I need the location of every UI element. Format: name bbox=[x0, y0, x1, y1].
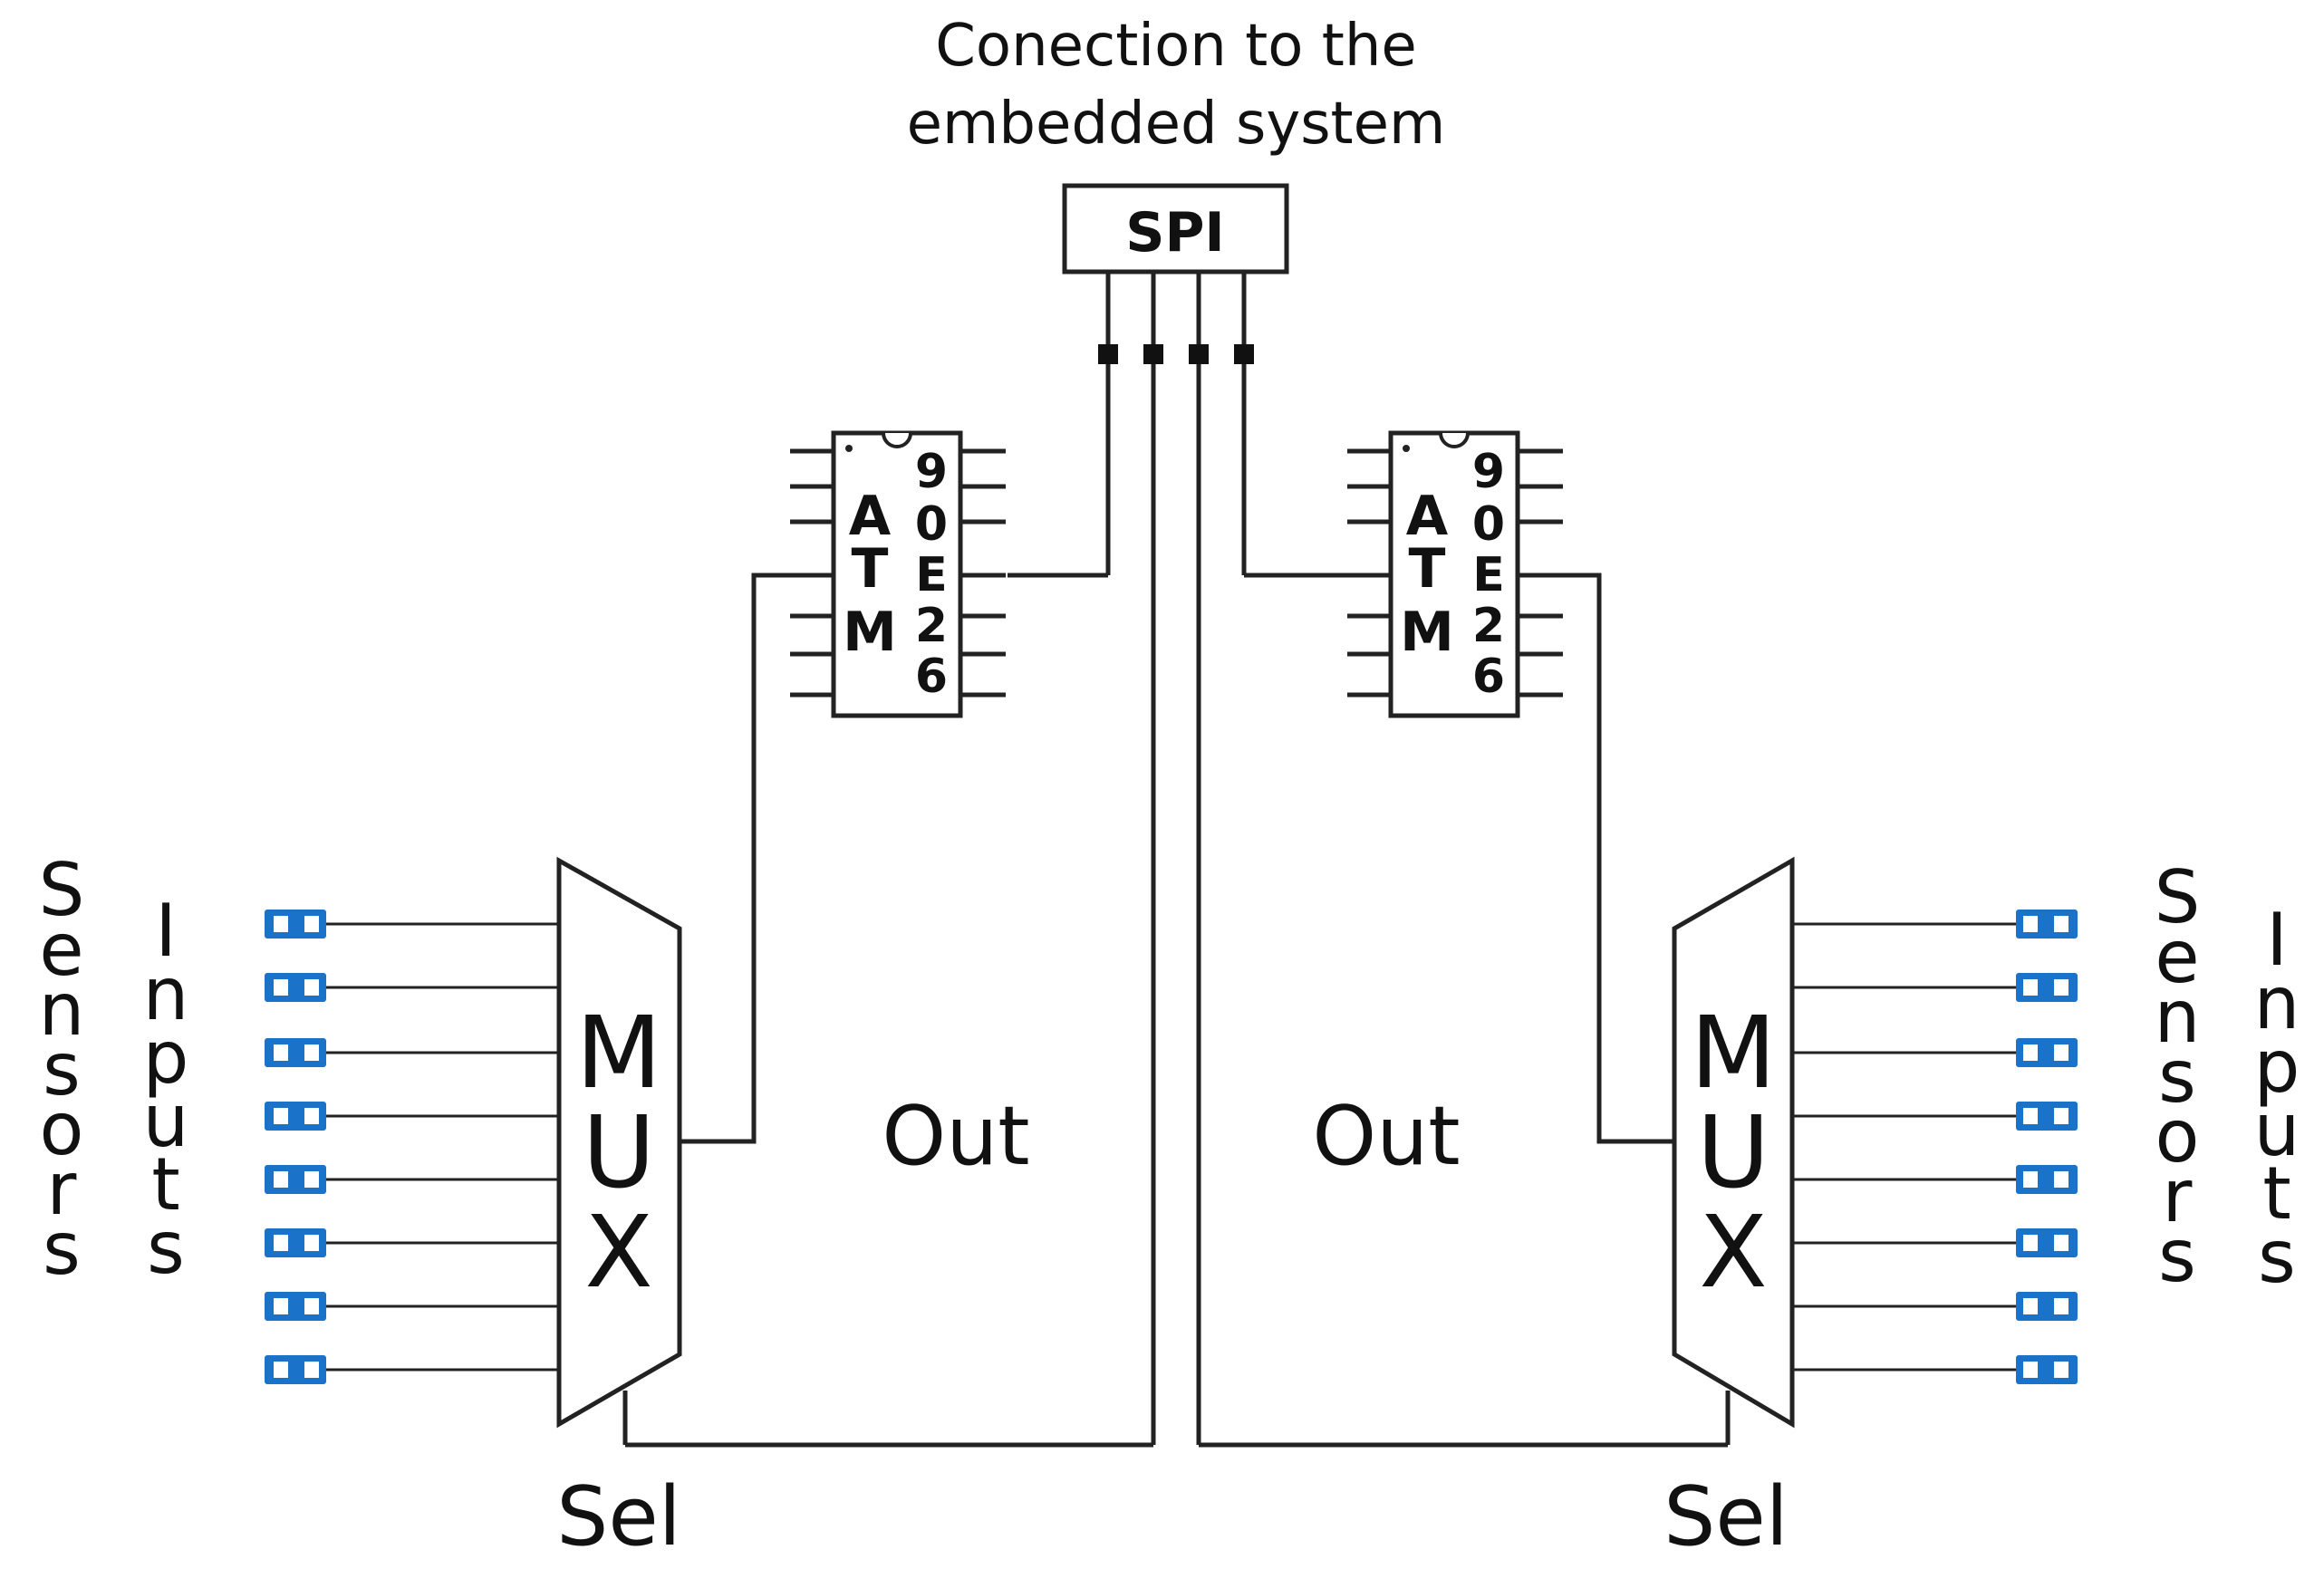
header-line-1: Conection to the bbox=[935, 13, 1417, 80]
chip-left-col-2: M bbox=[843, 601, 897, 664]
mux-right-sel-label: Sel bbox=[1663, 1469, 1789, 1564]
spi-pin bbox=[1189, 344, 1209, 364]
chip-right-col-1: 0 bbox=[915, 497, 948, 552]
spi-pin bbox=[1098, 344, 1118, 364]
chip-right-col-0: 9 bbox=[1472, 445, 1505, 499]
mux-right-inputs bbox=[1792, 910, 2078, 1384]
chip-right-col-2: E bbox=[1472, 548, 1505, 602]
header-line-2: embedded system bbox=[907, 91, 1446, 158]
spi-label: SPI bbox=[1125, 201, 1225, 265]
mux-left-sel-label: Sel bbox=[556, 1469, 681, 1564]
atm90e26-chip-left: A T M 9 0 E 2 6 bbox=[790, 430, 1006, 718]
chip-left-col-1: T bbox=[1409, 537, 1446, 601]
connector-icon bbox=[265, 910, 326, 1384]
atm90e26-chip-right: A T M 9 0 E 2 6 bbox=[1347, 430, 1563, 718]
chip-left-col-0: A bbox=[1406, 485, 1449, 548]
mux-left-out-label: Out bbox=[882, 1089, 1029, 1184]
mux-right: M U X bbox=[1672, 856, 1795, 1429]
chip-right-col-4: 6 bbox=[1472, 650, 1505, 704]
mux-letter-m: M bbox=[576, 995, 662, 1111]
chip-left-col-2: M bbox=[1400, 601, 1454, 664]
mux-left-inputs bbox=[265, 910, 559, 1384]
mux-letter-x: X bbox=[1699, 1194, 1767, 1310]
spi-block: SPI bbox=[1062, 183, 1289, 274]
mux-left: M U X bbox=[556, 856, 682, 1429]
spi-bus bbox=[622, 272, 1731, 1448]
chip-left-col-0: A bbox=[849, 485, 892, 548]
spi-pin bbox=[1143, 344, 1163, 364]
mux-letter-u: U bbox=[1697, 1094, 1770, 1210]
chip-right-col-2: E bbox=[915, 548, 948, 602]
spi-pin bbox=[1234, 344, 1254, 364]
mux-right-out-label: Out bbox=[1312, 1089, 1460, 1184]
mux-letter-m: M bbox=[1691, 995, 1777, 1111]
connector-icon bbox=[2016, 910, 2078, 1384]
mux-letter-x: X bbox=[584, 1194, 652, 1310]
chip-right-col-1: 0 bbox=[1472, 497, 1505, 552]
chip-right-col-3: 2 bbox=[915, 599, 948, 653]
chip-right-col-3: 2 bbox=[1472, 599, 1505, 653]
mux-out-wiring bbox=[680, 573, 1674, 1144]
chip-left-col-1: T bbox=[852, 537, 889, 601]
chip-right-col-0: 9 bbox=[915, 445, 948, 499]
mux-letter-u: U bbox=[583, 1094, 656, 1210]
chip-right-col-4: 6 bbox=[915, 650, 948, 704]
